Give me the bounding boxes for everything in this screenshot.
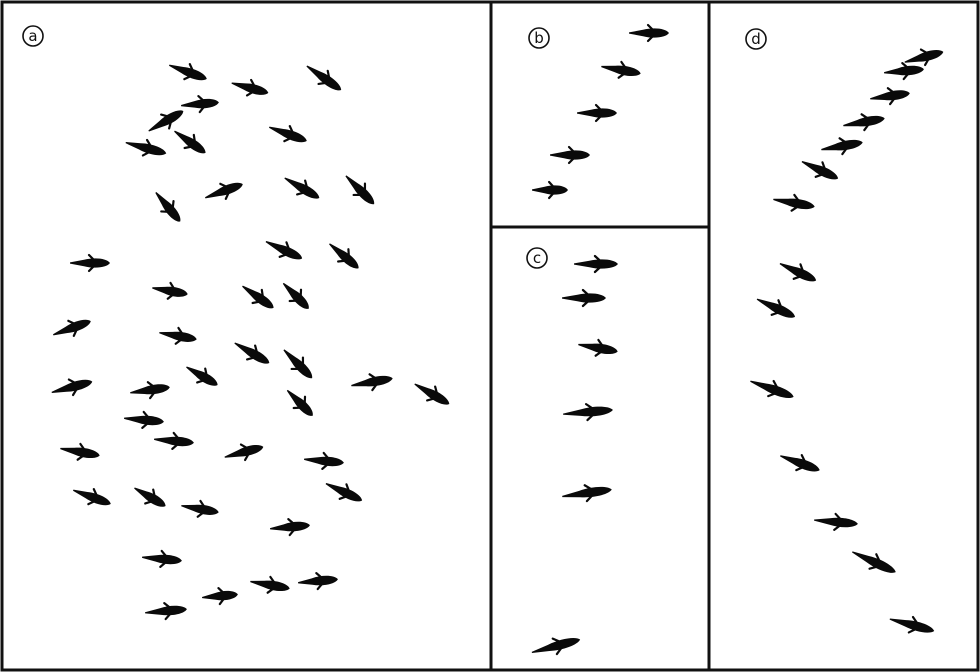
fish-a-3 [302,59,346,96]
fish-c-2 [562,290,606,306]
panel-a-label: a [23,26,43,46]
fish-a-42 [297,571,338,590]
fish-a-14 [262,234,305,265]
fish-d-12 [813,512,858,532]
fish-b-1 [629,25,669,41]
fish-b-2 [600,59,642,82]
fish-a-29 [123,410,164,429]
fish-a-25 [129,379,171,400]
fish-c-4 [562,402,613,422]
fish-a-18 [278,278,315,315]
fish-a-2 [230,75,271,100]
fish-a-39 [141,549,182,568]
fish-d-7 [772,191,816,214]
fish-d-4 [842,110,886,133]
fish-a-8 [170,125,210,160]
fish-d-6 [798,154,841,185]
fish-a-1 [166,58,209,87]
fish-a-31 [59,441,101,464]
fish-a-34 [70,483,113,512]
fish-a-22 [278,344,318,384]
fish-a-13 [70,255,110,271]
fish-a-35 [130,481,169,513]
fish-a-16 [151,280,189,302]
fish-a-9 [202,177,245,206]
fish-b-4 [550,147,590,163]
fish-b-3 [577,105,617,121]
fish-c-6 [530,632,582,660]
fish-a-4 [180,94,219,113]
fish-a-41 [249,574,291,597]
fish-a-20 [158,325,198,347]
fish-a-11 [340,170,380,210]
fish-layer [50,25,946,660]
fish-d-11 [778,448,823,477]
fish-a-43 [144,601,187,621]
panel-b-label: b [529,28,549,48]
svg-text:d: d [751,30,761,48]
fish-a-28 [411,377,454,411]
svg-text:c: c [533,249,541,267]
fish-a-5 [145,104,188,138]
fish-a-15 [324,238,363,275]
fish-a-32 [223,439,266,465]
panel-d-label: d [746,29,766,49]
fish-a-30 [153,431,194,450]
fish-d-9 [754,292,799,324]
fish-a-12 [150,187,187,226]
fish-d-13 [849,545,899,580]
fish-c-1 [574,256,618,272]
fish-a-24 [50,374,95,400]
fish-a-27 [350,370,394,393]
fish-d-8 [776,256,819,287]
svg-text:a: a [28,27,37,45]
fish-a-38 [269,517,310,536]
panel-c-label: c [527,248,547,268]
fish-a-17 [238,280,278,315]
fish-a-6 [266,120,309,149]
fish-a-10 [281,171,324,205]
svg-text:b: b [534,29,544,47]
fish-b-5 [532,182,568,198]
fish-a-19 [50,314,93,343]
fish-a-37 [322,476,365,507]
fish-d-3 [869,85,911,106]
fish-d-5 [820,134,864,157]
fish-d-2 [883,61,924,80]
fish-a-33 [303,451,344,470]
fish-a-7 [124,135,169,161]
fish-a-36 [180,498,220,520]
fish-a-26 [282,385,319,422]
fish-a-40 [201,586,238,605]
fish-d-10 [748,374,797,405]
fish-a-21 [231,336,274,370]
fish-c-5 [561,482,613,505]
fish-a-23 [182,360,221,392]
fish-c-3 [577,337,619,360]
fish-d-14 [888,611,937,638]
